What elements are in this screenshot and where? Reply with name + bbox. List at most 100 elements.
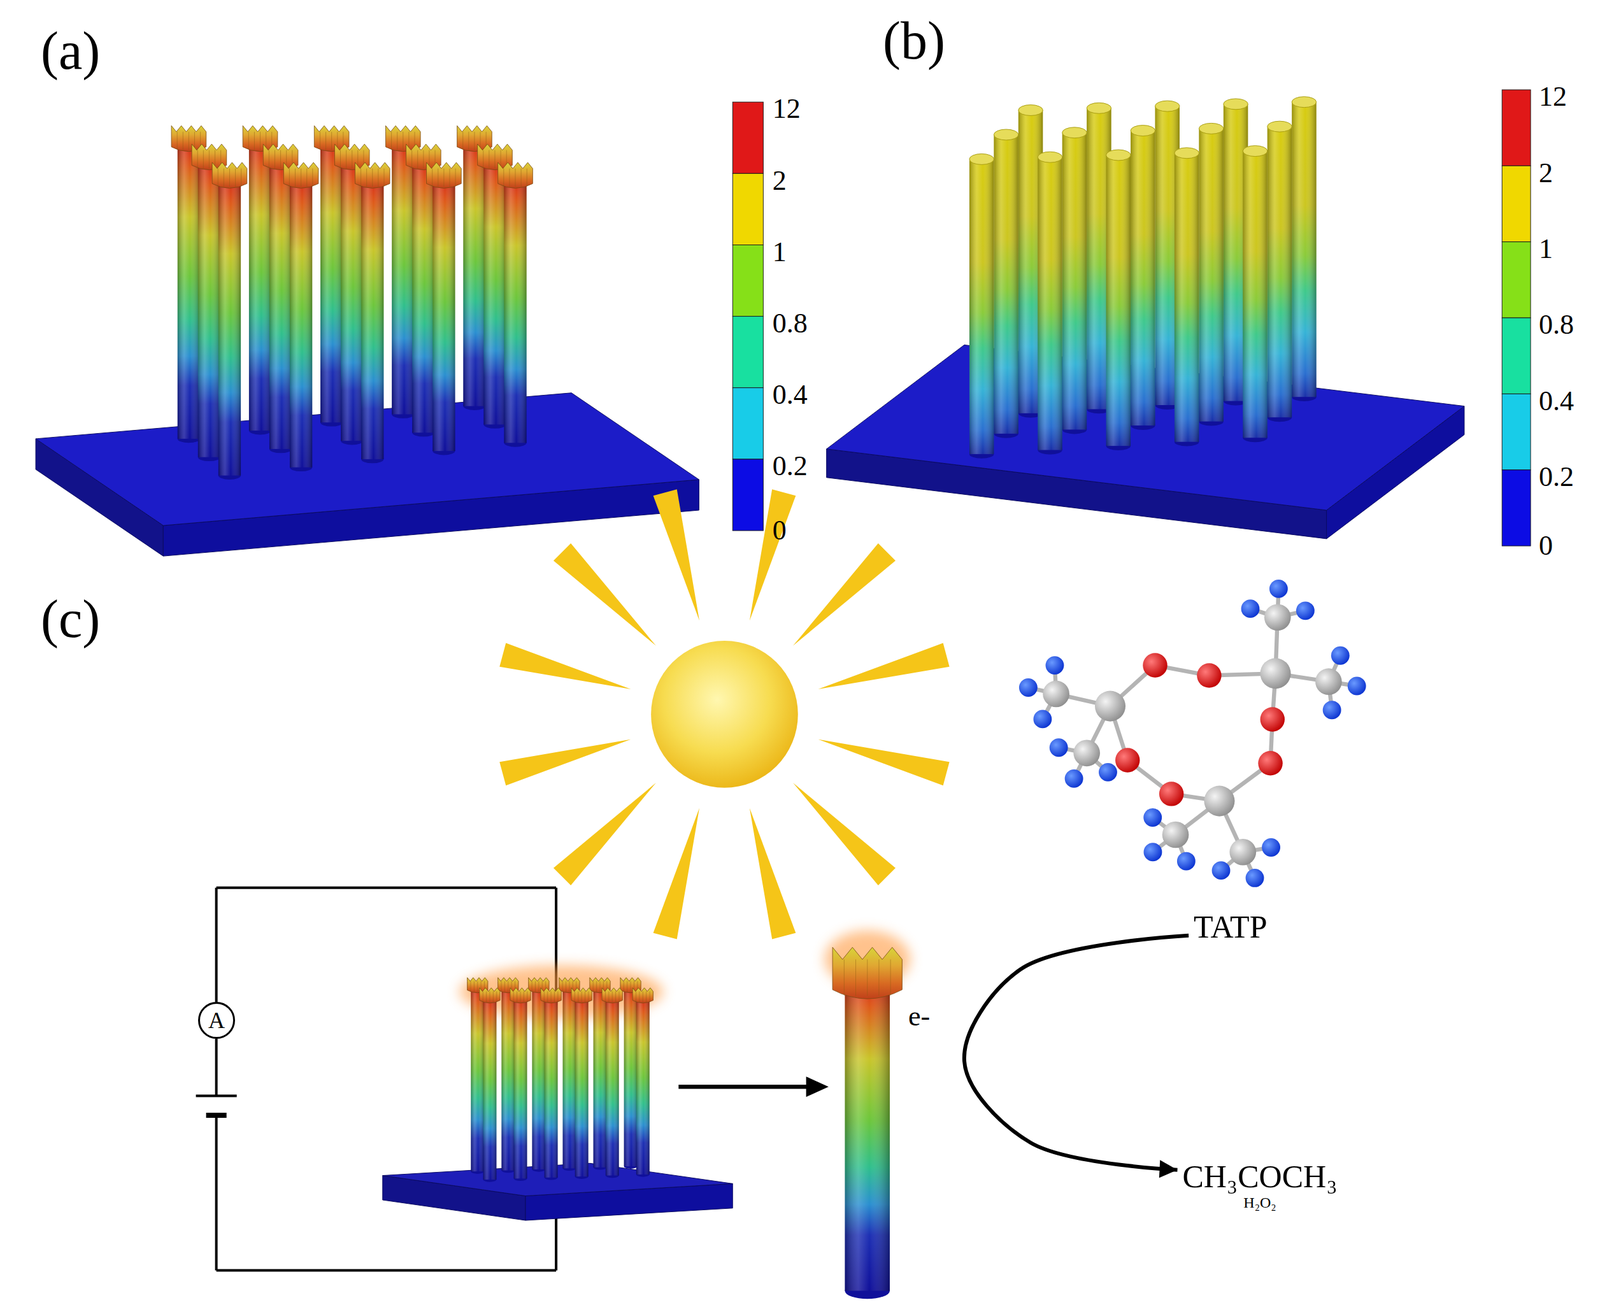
nanorod-shade bbox=[501, 987, 515, 1171]
cap-streak bbox=[531, 980, 533, 992]
nanorod-shade bbox=[340, 161, 364, 441]
nanorod-cap bbox=[498, 162, 534, 188]
cap-streak bbox=[366, 168, 367, 188]
cap-streak bbox=[626, 980, 628, 992]
node-text: CH₃COCH₃ bbox=[1182, 1159, 1337, 1195]
cap-streak bbox=[890, 959, 892, 996]
nanorod-shade bbox=[1106, 155, 1131, 447]
oxygen-atom bbox=[1159, 781, 1184, 806]
nanorod-body bbox=[1062, 132, 1087, 430]
cap-streak bbox=[587, 991, 589, 1002]
carbon-atom bbox=[1162, 821, 1190, 849]
nanorod-body bbox=[514, 998, 528, 1179]
nanorod-shade bbox=[1198, 128, 1223, 422]
colorbar-segment bbox=[1501, 165, 1531, 242]
sun-disc bbox=[650, 640, 799, 788]
cap-streak bbox=[562, 980, 564, 992]
cap-streak bbox=[523, 991, 525, 1002]
cap-streak bbox=[268, 150, 270, 169]
sun-ray bbox=[817, 739, 950, 786]
hydrogen-atom bbox=[1049, 738, 1069, 757]
nanorod-shade bbox=[483, 161, 506, 425]
nanorod-shade bbox=[412, 161, 435, 433]
nanorod-body bbox=[391, 142, 415, 415]
nanorod-cap bbox=[426, 162, 462, 188]
cap-streak bbox=[516, 991, 518, 1002]
carbon-atom bbox=[1264, 603, 1292, 631]
nanorod-body bbox=[1174, 152, 1199, 442]
hydrogen-atom bbox=[1245, 868, 1265, 888]
hydrogen-atom bbox=[1019, 678, 1038, 697]
cap-streak bbox=[437, 168, 439, 188]
scaled-figure bbox=[35, 89, 1531, 1299]
cap-streak bbox=[449, 168, 450, 188]
cap-streak bbox=[618, 991, 620, 1002]
nanorod-shade bbox=[575, 998, 589, 1177]
cap-streak bbox=[503, 168, 504, 188]
cap-streak bbox=[477, 980, 478, 992]
nanorod-shade bbox=[470, 987, 485, 1172]
carbon-atom bbox=[1229, 838, 1257, 866]
sun-ray bbox=[749, 807, 796, 939]
nanorod-shade bbox=[1062, 132, 1087, 430]
cap-streak bbox=[577, 991, 579, 1002]
nanorod-body bbox=[1130, 130, 1155, 426]
nanorod-body bbox=[432, 179, 455, 451]
cap-streak bbox=[473, 131, 475, 151]
cap-streak bbox=[208, 150, 210, 169]
colorbar-tick: 0 bbox=[772, 515, 787, 546]
nanorod-top bbox=[969, 153, 994, 165]
cap-streak bbox=[377, 168, 379, 188]
cap-streak bbox=[325, 131, 327, 151]
nanorod-body bbox=[1037, 157, 1062, 451]
cap-streak bbox=[538, 980, 539, 992]
cap-streak bbox=[229, 168, 230, 188]
nanorod-body bbox=[593, 987, 608, 1168]
cap-streak bbox=[371, 168, 373, 188]
cap-streak bbox=[843, 959, 845, 996]
hydrogen-atom bbox=[1331, 646, 1350, 665]
cap-streak bbox=[565, 980, 567, 992]
cap-streak bbox=[340, 150, 341, 169]
cap-streak bbox=[482, 991, 484, 1002]
cap-streak bbox=[492, 991, 494, 1002]
molecule-name: TATP bbox=[1193, 909, 1267, 945]
colorbar-tick: 0.8 bbox=[772, 308, 808, 339]
nanorod-cap bbox=[601, 987, 623, 1004]
colorbar-tick: 0.4 bbox=[772, 379, 808, 411]
nanorod-shade bbox=[218, 179, 241, 476]
nanorod-shade bbox=[198, 161, 221, 458]
colorbar-segment bbox=[1501, 242, 1531, 318]
nanorod-shade bbox=[593, 987, 608, 1168]
nanorod-top bbox=[1198, 122, 1223, 134]
circuit-wire bbox=[216, 886, 557, 890]
colorbar-segment bbox=[1501, 89, 1531, 166]
node-subtext: H₂O₂ bbox=[1182, 1194, 1337, 1211]
hydrogen-atom bbox=[1033, 709, 1052, 729]
colorbar-segment bbox=[732, 244, 764, 316]
circuit-wire bbox=[196, 1094, 237, 1098]
cap-streak bbox=[568, 980, 570, 992]
nanorod-cap bbox=[479, 987, 500, 1004]
cap-streak bbox=[855, 959, 857, 996]
cap-streak bbox=[259, 131, 261, 151]
nanorod-shade bbox=[503, 179, 527, 443]
cap-streak bbox=[455, 168, 457, 188]
cap-streak bbox=[501, 980, 502, 992]
nanorod-body bbox=[1198, 128, 1223, 422]
nanorod-top bbox=[1018, 105, 1043, 116]
colorbar-tick: 2 bbox=[1538, 157, 1553, 188]
cap-streak bbox=[630, 980, 632, 992]
cap-streak bbox=[605, 991, 606, 1002]
circuit-wire bbox=[554, 1214, 558, 1271]
colorbar-tick: 2 bbox=[772, 164, 787, 196]
cap-streak bbox=[600, 980, 601, 992]
sun-ray bbox=[792, 782, 896, 886]
circuit-wire bbox=[215, 887, 218, 1002]
cap-streak bbox=[351, 150, 353, 169]
cap-streak bbox=[482, 150, 484, 169]
cap-streak bbox=[417, 150, 418, 169]
nanorod-shade bbox=[624, 987, 638, 1167]
